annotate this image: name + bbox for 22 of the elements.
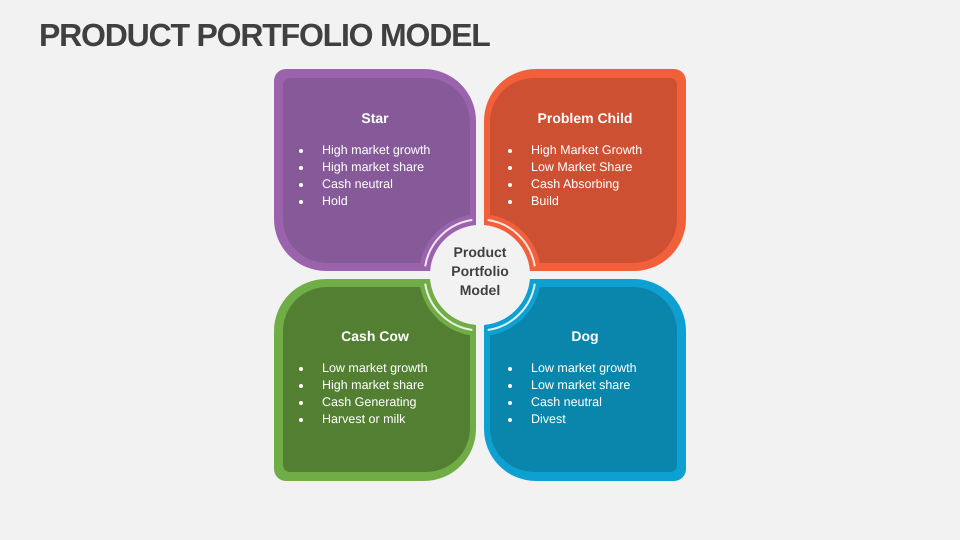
bullet-text: High Market Growth	[531, 142, 642, 159]
bullet-text: Cash neutral	[531, 394, 602, 411]
bullet-text: Low market growth	[531, 360, 637, 377]
quadrant-heading: Dog	[571, 327, 599, 345]
center-label: Product Portfolio Model	[451, 243, 509, 300]
bullet-text: Harvest or milk	[322, 411, 406, 428]
bullet-text: High market share	[322, 159, 424, 176]
bullet-text: Cash neutral	[322, 176, 393, 193]
bullet-text: High market growth	[322, 142, 430, 159]
bullet-text: Low market growth	[322, 360, 428, 377]
bullet-text: Cash Generating	[322, 394, 417, 411]
quadrant-heading: Star	[361, 109, 389, 127]
bullet-text: Low Market Share	[531, 159, 632, 176]
quadrant-heading: Cash Cow	[341, 327, 409, 345]
bullet-text: Cash Absorbing	[531, 176, 620, 193]
bullet-text: Hold	[322, 193, 348, 210]
bullet-text: Divest	[531, 411, 566, 428]
bullet-text: High market share	[322, 377, 424, 394]
bullet-text: Low market share	[531, 377, 630, 394]
page-title: PRODUCT PORTFOLIO MODEL	[39, 16, 490, 54]
bullet-text: Build	[531, 193, 559, 210]
quadrant-heading: Problem Child	[538, 109, 632, 127]
